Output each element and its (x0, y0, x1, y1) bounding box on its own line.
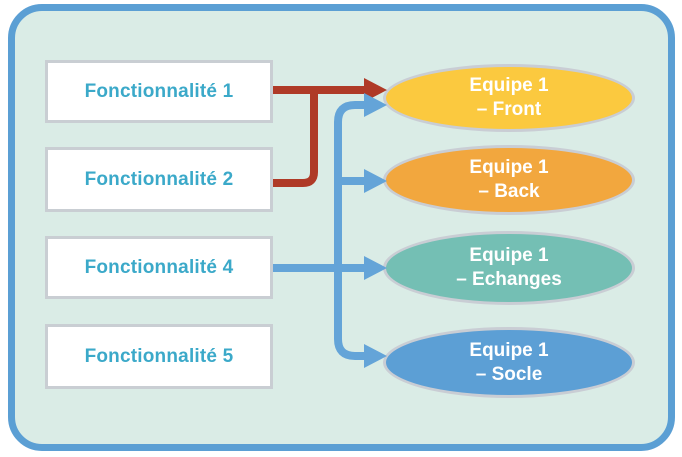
feature-box-1: Fonctionnalité 1 (45, 60, 273, 123)
feature-box-5-label: Fonctionnalité 5 (84, 345, 234, 367)
feature-box-1-label: Fonctionnalité 1 (84, 80, 234, 102)
team-echanges-line2: – Echanges (456, 269, 562, 290)
team-ellipse-back: Equipe 1 – Back (383, 145, 635, 215)
feature-box-4-label: Fonctionnalité 4 (84, 256, 234, 278)
feature-box-2: Fonctionnalité 2 (45, 147, 273, 212)
team-socle-line2: – Socle (475, 363, 543, 385)
team-socle-line1: Equipe 1 (469, 339, 549, 361)
team-ellipse-echanges: Equipe 1 – Echanges (383, 231, 635, 305)
feature-box-5: Fonctionnalité 5 (45, 324, 273, 389)
feature-box-4: Fonctionnalité 4 (45, 236, 273, 299)
team-front-line1: Equipe 1 (469, 75, 549, 97)
team-back-line1: Equipe 1 (469, 157, 549, 179)
team-back-line2: – Back (478, 181, 540, 202)
team-front-line2: – Front (476, 99, 542, 120)
team-echanges-line1: Equipe 1 (469, 245, 549, 267)
team-ellipse-front: Equipe 1 – Front (383, 64, 635, 132)
feature-box-2-label: Fonctionnalité 2 (84, 168, 234, 190)
team-ellipse-socle: Equipe 1 – Socle (383, 327, 635, 398)
